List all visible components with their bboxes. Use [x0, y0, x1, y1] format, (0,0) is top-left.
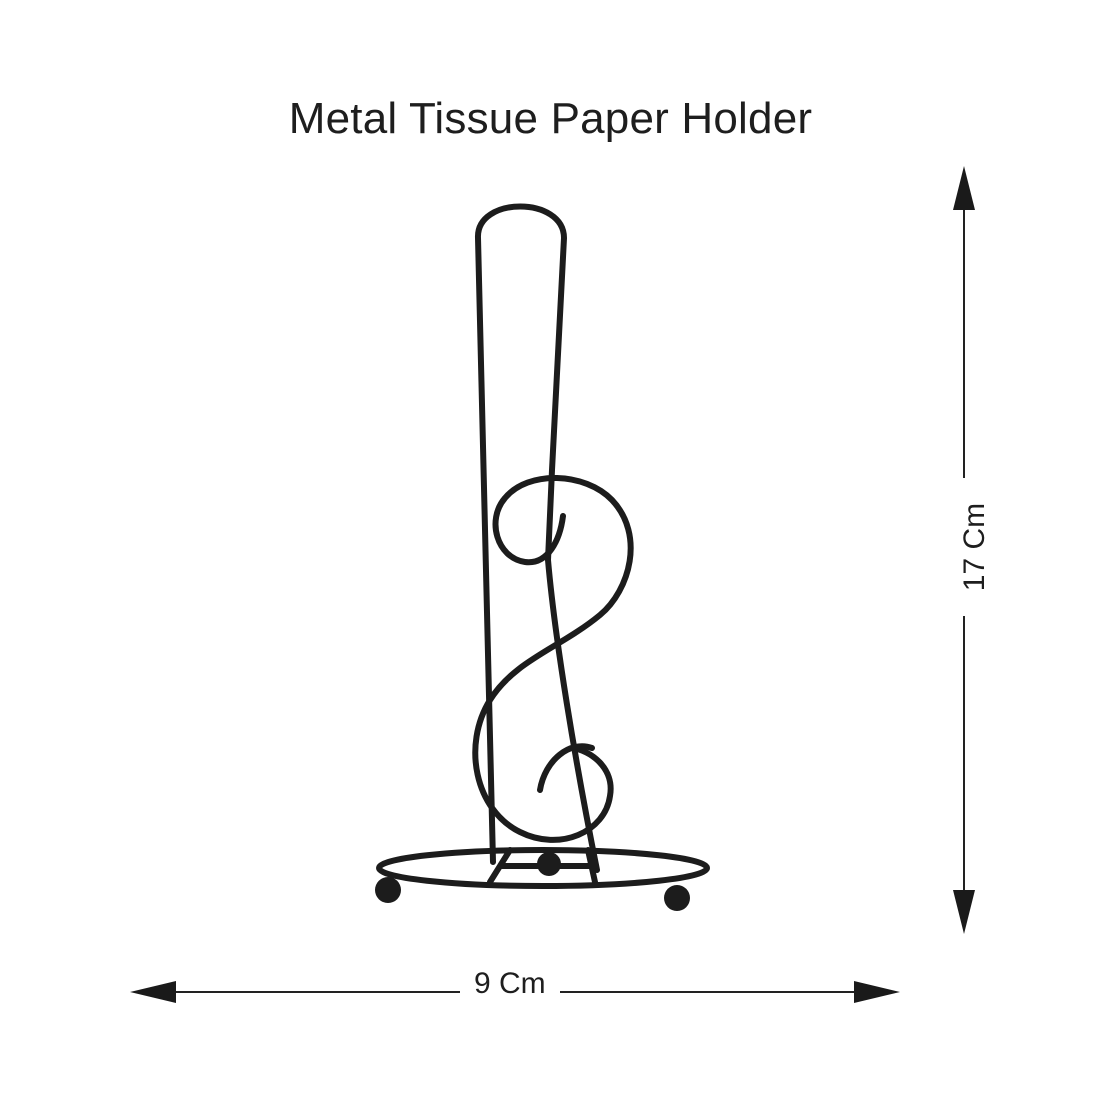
base-ring: [376, 847, 710, 889]
arrowhead-right-icon: [854, 981, 900, 1003]
upright-loop: [474, 203, 600, 873]
arrowhead-down-icon: [953, 890, 975, 934]
feet: [375, 852, 690, 911]
arrowhead-up-icon: [953, 166, 975, 210]
upper-scroll: [472, 475, 634, 843]
foot-right: [664, 885, 690, 911]
arrowhead-left-icon: [130, 981, 176, 1003]
page-title: Metal Tissue Paper Holder: [288, 94, 813, 143]
foot-middle: [537, 852, 561, 876]
lower-curl: [537, 743, 595, 793]
height-label: 17 Cm: [958, 478, 992, 616]
width-label: 9 Cm: [460, 967, 560, 1001]
foot-left: [375, 877, 401, 903]
